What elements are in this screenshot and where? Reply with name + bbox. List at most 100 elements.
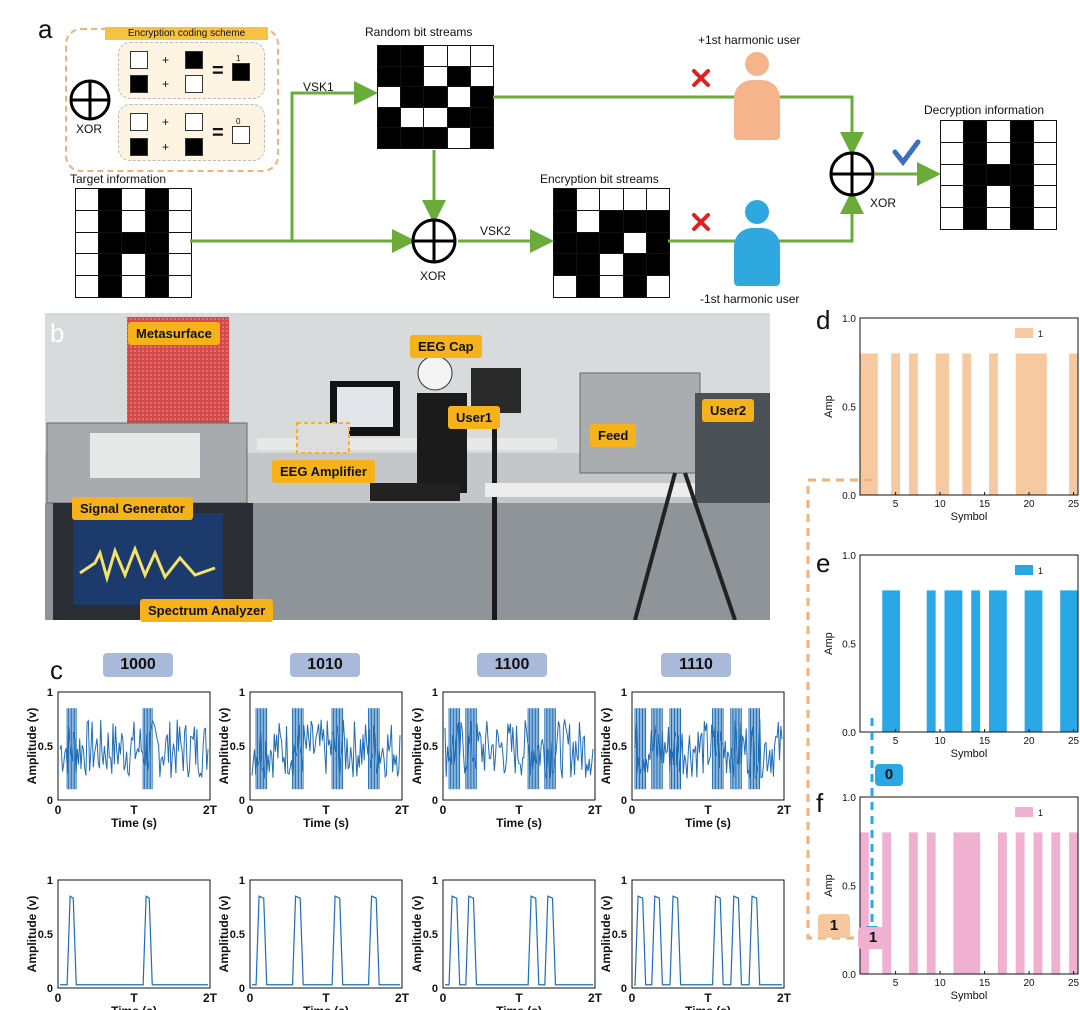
grid-cell xyxy=(447,66,470,87)
grid-cell xyxy=(470,66,493,87)
bar xyxy=(882,590,901,732)
grid-cell xyxy=(577,189,600,210)
grid-cell xyxy=(401,128,424,148)
x-tick-label: T xyxy=(515,991,523,1005)
x-axis-label: Time (s) xyxy=(111,1004,157,1010)
y-tick-label: 1 xyxy=(239,687,245,699)
signal-line xyxy=(633,719,783,779)
x-axis-label: Time (s) xyxy=(496,816,542,830)
grid-cell xyxy=(401,87,424,107)
grid-cell xyxy=(401,107,424,128)
y-tick-label: 0.5 xyxy=(230,741,245,753)
user2-tag: User2 xyxy=(702,399,755,422)
bar xyxy=(1015,832,1025,974)
grid-cell xyxy=(1010,121,1033,142)
x-tick-label: 2T xyxy=(203,803,218,817)
panel-a-letter: a xyxy=(38,14,53,44)
legend-label: 1 xyxy=(1038,566,1043,576)
grid-cell xyxy=(600,276,623,297)
eq2-d-cell xyxy=(185,138,203,156)
eq2-result-cell xyxy=(232,126,250,144)
legend-swatch xyxy=(1015,328,1033,338)
grid-cell xyxy=(1010,208,1033,229)
panel-f-letter: f xyxy=(816,788,824,818)
grid-cell xyxy=(987,208,1010,229)
x-tick-label: T xyxy=(322,991,330,1005)
grid-cell xyxy=(600,254,623,276)
grid-cell xyxy=(964,186,987,208)
grid-cell xyxy=(623,189,646,210)
decryption-information-label: Decryption information xyxy=(924,103,1045,117)
grid-cell xyxy=(554,276,577,297)
bar xyxy=(1033,832,1043,974)
plot-frame xyxy=(57,691,211,801)
grid-cell xyxy=(470,128,493,148)
grid-cell xyxy=(941,121,964,142)
y-tick-label: 1 xyxy=(621,687,627,699)
grid-cell xyxy=(168,210,191,232)
x-tick-label: 0 xyxy=(55,991,62,1005)
grid-cell xyxy=(554,232,577,254)
x-axis-label: Time (s) xyxy=(303,1004,349,1010)
grid-cell xyxy=(447,128,470,148)
grid-cell xyxy=(1033,121,1056,142)
x-axis-label: Time (s) xyxy=(496,1004,542,1010)
grid-cell xyxy=(378,128,401,148)
plot-frame xyxy=(631,879,785,989)
x-axis-label: Symbol xyxy=(951,990,988,1002)
grid-cell xyxy=(145,254,168,276)
x-tick-label: 15 xyxy=(979,736,991,747)
grid-cell xyxy=(122,189,145,210)
encryption-bit-grid xyxy=(553,188,670,298)
grid-cell xyxy=(646,232,669,254)
vsk1-label: VSK1 xyxy=(303,80,334,94)
x-axis-label: Time (s) xyxy=(111,816,157,830)
connector-lines xyxy=(806,478,878,940)
y-tick-label: 0.0 xyxy=(842,970,856,981)
grid-cell xyxy=(577,254,600,276)
grid-cell xyxy=(447,87,470,107)
grid-cell xyxy=(424,87,447,107)
badge-zero: 0 xyxy=(875,764,903,786)
chart-frame xyxy=(859,796,1079,975)
random-bit-streams-label: Random bit streams xyxy=(365,25,473,39)
y-tick-label: 0.5 xyxy=(612,929,627,941)
grid-cell xyxy=(600,232,623,254)
grid-cell xyxy=(99,254,122,276)
grid-cell xyxy=(964,164,987,186)
y-tick-label: 1 xyxy=(621,875,627,887)
x-tick-label: 0 xyxy=(440,803,447,817)
signal-generator-tag: Signal Generator xyxy=(72,497,193,520)
x-tick-label: 20 xyxy=(1023,978,1035,989)
x-tick-label: T xyxy=(515,803,523,817)
random-bit-grid xyxy=(377,45,494,149)
plot-frame xyxy=(442,691,596,801)
bar xyxy=(1024,590,1043,732)
panel-b-letter: b xyxy=(50,318,65,348)
y-tick-label: 0.5 xyxy=(842,640,856,651)
y-tick-label: 0 xyxy=(239,795,245,807)
eq2-result-value: 0 xyxy=(236,117,241,126)
legend-swatch xyxy=(1015,565,1033,575)
grid-cell xyxy=(76,232,99,254)
decryption-information-grid xyxy=(940,120,1057,230)
y-tick-label: 0.5 xyxy=(38,741,53,753)
eq1-plus-1: + xyxy=(162,53,170,67)
grid-cell xyxy=(447,107,470,128)
signal-line xyxy=(445,895,593,986)
grid-cell xyxy=(577,232,600,254)
grid-cell xyxy=(122,210,145,232)
grid-cell xyxy=(964,142,987,164)
panel-a-arrows xyxy=(190,69,941,264)
y-axis-label: Amplitude (v) xyxy=(25,708,39,785)
grid-cell xyxy=(145,276,168,297)
grid-cell xyxy=(964,121,987,142)
grid-cell xyxy=(424,107,447,128)
grid-cell xyxy=(378,107,401,128)
eq2-plus-2: + xyxy=(162,140,170,154)
y-axis-label: Amp xyxy=(823,632,835,655)
grid-cell xyxy=(424,66,447,87)
badge-one-left: 1 xyxy=(818,914,850,938)
